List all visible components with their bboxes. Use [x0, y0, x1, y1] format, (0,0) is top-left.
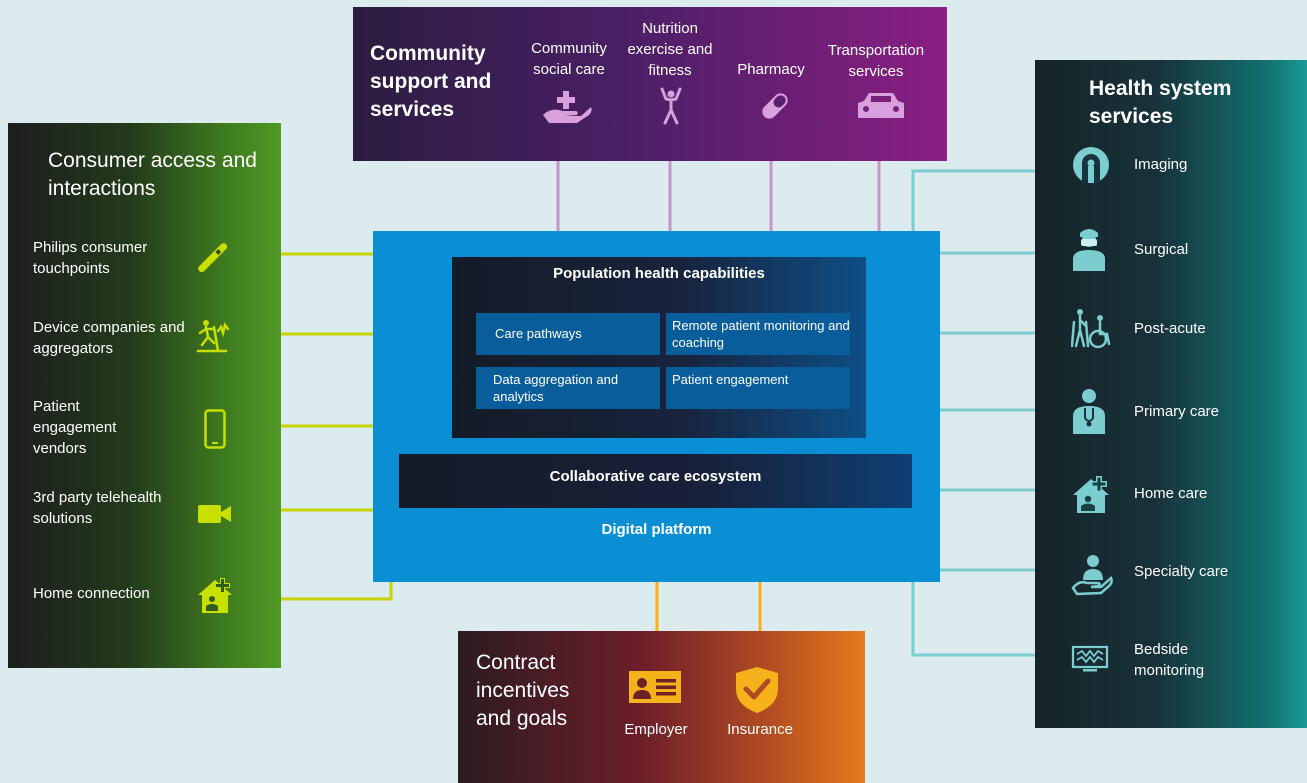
community-connectors	[556, 161, 881, 231]
health-panel: Health system services Imaging Surgical …	[1035, 60, 1307, 728]
community-item-social-care: Community social care	[516, 38, 622, 80]
health-title: Health system services	[1089, 77, 1232, 128]
digital-platform: Population health capabilities Care path…	[373, 231, 940, 582]
community-panel: Community support and services Community…	[353, 7, 947, 161]
health-item-label: Home care	[1134, 485, 1208, 502]
doctor-icon	[1073, 389, 1105, 434]
contract-title: Contract incentives and goals	[476, 651, 570, 730]
collaborative-care-ecosystem: Collaborative care ecosystem	[399, 454, 912, 508]
health-connectors	[911, 169, 1035, 657]
consumer-item-label: 3rd party telehealth solutions	[33, 489, 162, 527]
health-item-label: Surgical	[1134, 241, 1189, 258]
community-item-label: Community social care	[531, 40, 607, 78]
capability-patient-engagement: Patient engagement	[666, 367, 850, 409]
hand-person-icon	[1071, 555, 1113, 596]
walker-wheelchair-icon	[1071, 309, 1111, 349]
consumer-item-label: Device companies and aggregators	[33, 319, 185, 357]
scanner-icon	[1073, 147, 1109, 183]
health-item-label: Imaging	[1134, 156, 1188, 173]
monitor-icon	[1071, 645, 1109, 672]
home-health-icon	[198, 578, 232, 613]
consumer-item-label: Home connection	[33, 585, 150, 602]
community-item-label: Nutrition exercise and fitness	[627, 20, 713, 79]
contract-panel: Contract incentives and goals Employer I…	[458, 631, 865, 783]
consumer-item-label: Philips consumer touchpoints	[33, 239, 148, 277]
health-item-label: Specialty care	[1134, 563, 1229, 580]
consumer-item-label: Patient engagement vendors	[33, 398, 117, 457]
community-title: Community support and services	[370, 42, 492, 121]
home-health-icon	[1073, 476, 1109, 513]
community-item-nutrition: Nutrition exercise and fitness	[622, 18, 718, 81]
contract-item-label: Employer	[624, 721, 688, 738]
population-health-title: Population health capabilities	[553, 265, 765, 282]
health-item-label: Post-acute	[1134, 320, 1206, 337]
consumer-title: Consumer access and interactions	[48, 149, 257, 200]
community-item-transportation: Transportation services	[813, 40, 939, 82]
shield-check-icon	[736, 667, 778, 713]
video-camera-icon	[198, 505, 231, 523]
capability-data-aggregation: Data aggregation and analytics	[476, 367, 660, 409]
smartphone-icon	[204, 409, 226, 449]
pill-icon	[762, 93, 788, 119]
treadmill-icon	[196, 320, 230, 353]
hand-plus-icon	[543, 91, 592, 123]
surgeon-icon	[1073, 229, 1105, 271]
toothbrush-icon	[198, 243, 228, 273]
health-item-label: Primary care	[1134, 403, 1220, 420]
health-item-label: Bedside monitoring	[1134, 641, 1205, 679]
consumer-panel: Consumer access and interactions Philips…	[8, 123, 281, 668]
population-health-box: Population health capabilities Care path…	[452, 257, 866, 438]
capability-care-pathways: Care pathways	[476, 313, 660, 355]
car-icon	[858, 93, 904, 118]
community-item-label: Pharmacy	[737, 61, 805, 78]
consumer-connectors	[281, 252, 393, 601]
contract-item-label: Insurance	[727, 721, 793, 738]
community-item-pharmacy: Pharmacy	[725, 59, 817, 80]
digital-platform-label: Digital platform	[601, 521, 712, 538]
id-card-icon	[629, 671, 681, 703]
community-item-label: Transportation services	[827, 42, 925, 80]
contract-connectors	[655, 582, 762, 631]
capability-remote-monitoring: Remote patient monitoring and coaching	[666, 313, 850, 355]
person-exercise-icon	[660, 87, 682, 125]
